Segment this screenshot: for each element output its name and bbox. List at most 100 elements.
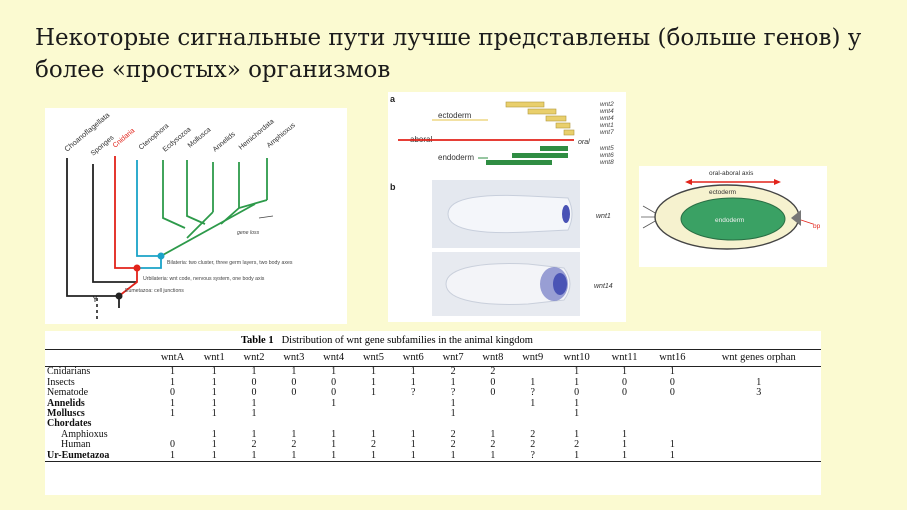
table-cell: 3: [756, 387, 762, 399]
table-cell: 2: [490, 439, 496, 451]
expression-figure: a b ectoderm aboral oral endoderm wnt2 w…: [388, 92, 626, 322]
table-cell: 2: [530, 439, 536, 451]
table-cell: 0: [331, 376, 337, 388]
column-header: wnt8: [472, 348, 513, 368]
endo-bar: [486, 160, 552, 165]
branch-note: gene loss: [237, 230, 260, 236]
column-header: wnt6: [393, 348, 434, 368]
table-cell: 1: [331, 439, 337, 451]
column-header: wnt11: [600, 348, 649, 368]
image-2-label: wnt14: [594, 283, 613, 290]
table-cell: [697, 409, 821, 419]
column-header: wntA: [150, 348, 195, 368]
gene-label: wnt7: [600, 129, 614, 136]
table-cell: 2: [370, 439, 376, 451]
table-cell: 1: [669, 439, 675, 451]
table-cell: 1: [211, 408, 217, 420]
table-cell: 1: [331, 397, 337, 409]
table-cell: 1: [370, 366, 376, 378]
table-cell: 1: [194, 450, 235, 463]
table-cell: 1: [622, 439, 628, 451]
node-eumetazoa: [115, 292, 123, 300]
column-header: wnt10: [552, 348, 601, 368]
table-cell: 1: [756, 376, 762, 388]
node-urbilateria: [133, 264, 141, 272]
endoderm-label: endoderm: [438, 153, 474, 162]
table-cell: 1: [211, 387, 217, 399]
table-cell: 0: [490, 387, 496, 399]
gene-label: wnt2: [600, 101, 614, 108]
table-cell: 1: [530, 397, 536, 409]
oral-label: oral: [578, 139, 590, 146]
row-label: Human: [61, 439, 91, 451]
endo-bar: [512, 153, 568, 158]
ectoderm-label: ectoderm: [438, 111, 472, 120]
table-cell: 2: [574, 439, 580, 451]
table-cell: [648, 409, 696, 419]
slide-title: Некоторые сигнальные пути лучше представ…: [35, 25, 862, 83]
table-cell: 1: [170, 376, 175, 388]
table-cell: [601, 399, 649, 409]
table-cell: [354, 409, 394, 419]
table-cell: 1: [331, 428, 337, 440]
table-cell: 0: [170, 387, 175, 399]
table-cell: 1: [574, 366, 580, 378]
table-cell: 2: [530, 428, 536, 440]
table-cell: 2: [490, 366, 496, 378]
table-cell: ?: [530, 387, 535, 399]
table-cell: 1: [150, 450, 195, 463]
table-number: Table 1: [241, 335, 274, 346]
column-header: [45, 348, 151, 368]
table-cell: 1: [574, 397, 580, 409]
root-mark: Y: [92, 294, 98, 304]
table-cell: 1: [370, 376, 376, 388]
table-cell: 0: [669, 376, 675, 388]
ecto-bar: [563, 129, 575, 136]
table-cell: [513, 409, 553, 419]
table-cell: 2: [450, 366, 456, 378]
table-title: Distribution of wnt gene subfamilies in …: [281, 335, 533, 346]
table-cell: 0: [669, 387, 675, 399]
column-header: wnt4: [313, 348, 354, 368]
wnt-table: Table 1 Distribution of wnt gene subfamil…: [45, 331, 821, 495]
column-header: wnt2: [234, 348, 274, 368]
table-cell: 2: [291, 439, 297, 451]
gene-label: wnt4: [600, 115, 614, 122]
table-cell: 1: [353, 450, 394, 463]
table-cell: [274, 399, 314, 409]
table-cell: 1: [211, 366, 217, 378]
table-cell: 0: [251, 376, 257, 388]
row-label: Insects: [47, 376, 75, 388]
table-cell: 1: [370, 428, 376, 440]
table-cell: 1: [370, 387, 376, 399]
table-cell: 1: [669, 366, 675, 378]
table-cell: 0: [622, 376, 628, 388]
table-cell: 1: [273, 450, 314, 463]
ecto-bar: [527, 108, 557, 115]
table-cell: 1: [211, 397, 217, 409]
table-cell: 0: [490, 376, 496, 388]
table-cell: [697, 430, 821, 440]
table-cell: [648, 399, 696, 409]
table-cell: [473, 399, 513, 409]
table-cell: 1: [552, 450, 601, 463]
row-label: Molluscs: [47, 408, 85, 420]
node-bilateria: [157, 252, 165, 260]
table-cell: 0: [170, 439, 175, 451]
taxon-label: Annelids: [212, 131, 237, 154]
table-cell: 1: [251, 428, 257, 440]
table-cell: ?: [411, 387, 416, 399]
endoderm-layer: [680, 197, 786, 241]
table-cell: [697, 440, 821, 450]
table-cell: [696, 450, 821, 463]
table-cell: 1: [410, 376, 416, 388]
table-cell: [697, 419, 821, 429]
row-label: Annelids: [47, 397, 85, 409]
